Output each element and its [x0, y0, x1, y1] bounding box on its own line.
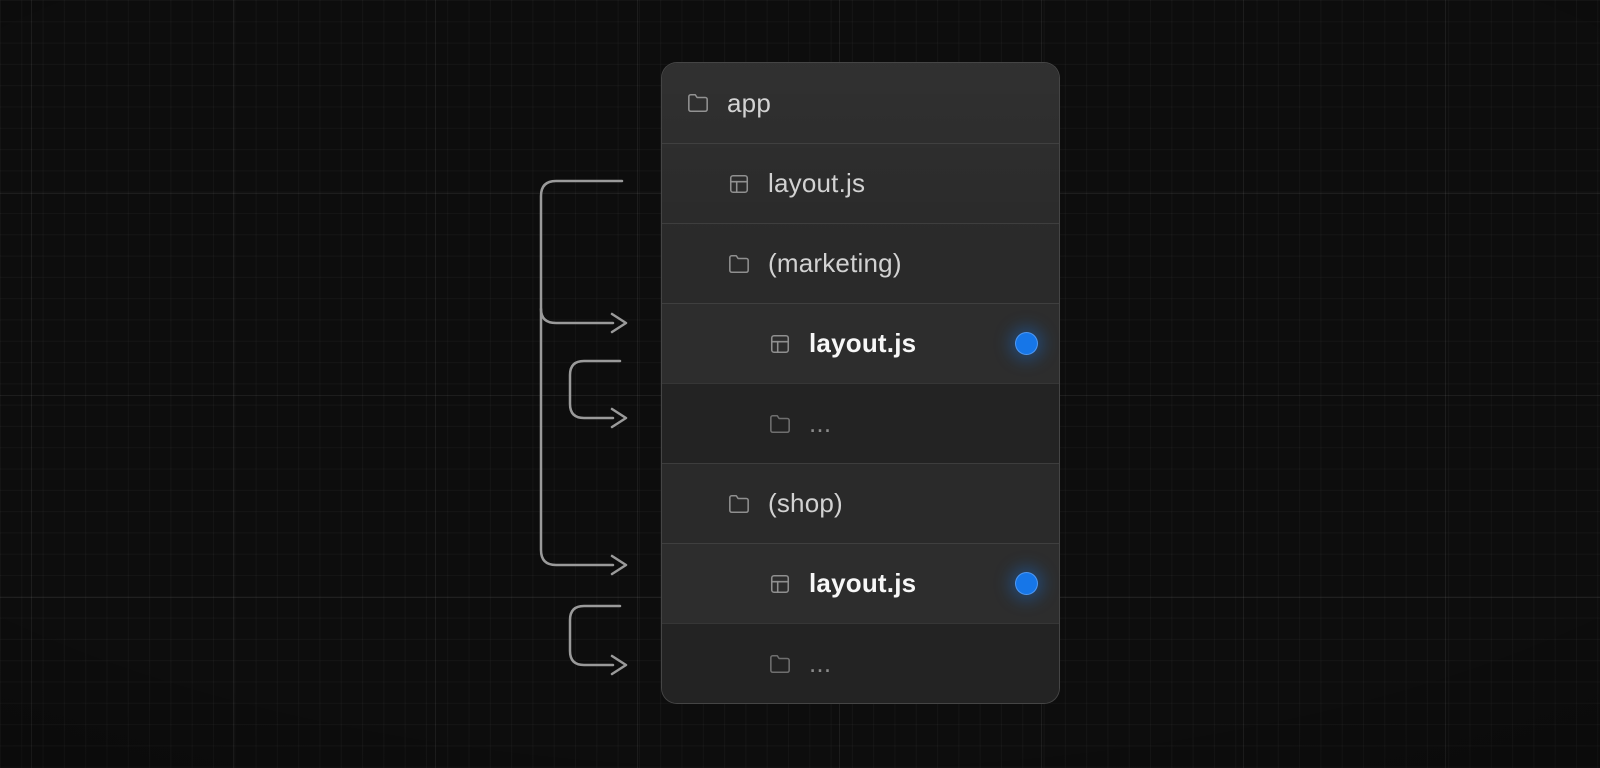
folder-icon — [688, 93, 708, 113]
file-tree: app layout.js (marketing) — [662, 63, 1059, 703]
active-layout-dot — [1015, 572, 1038, 595]
arrowhead-icon — [610, 312, 628, 334]
arrowhead-icon — [610, 407, 628, 429]
file-tree-panel: app layout.js (marketing) — [661, 62, 1060, 704]
tree-row-label: layout.js — [809, 328, 917, 358]
layout-file-icon — [729, 174, 749, 193]
arrowhead-icon — [610, 554, 628, 576]
tree-row-label: layout.js — [768, 168, 866, 198]
tree-row-: ... — [662, 383, 1059, 463]
tree-row-icon — [728, 493, 750, 515]
arrow-line — [568, 604, 622, 667]
folder-icon — [770, 414, 790, 433]
folder-icon — [729, 254, 749, 273]
tree-row-layout-js: layout.js — [662, 543, 1059, 623]
layout-file-icon — [770, 334, 790, 353]
folder-icon — [729, 494, 749, 513]
tree-row-marketing: (marketing) — [662, 223, 1059, 303]
tree-row-label: app — [727, 87, 771, 118]
arrow-marketing-layout-to-children — [568, 359, 628, 429]
folder-icon — [770, 654, 790, 673]
tree-row-layout-js: layout.js — [662, 303, 1059, 383]
tree-row-: ... — [662, 623, 1059, 703]
layout-file-icon — [770, 574, 790, 593]
tree-row-label: (shop) — [768, 488, 843, 518]
tree-row-icon — [769, 653, 791, 675]
tree-row-icon — [728, 253, 750, 275]
arrow-root-layout-to-group-layouts — [539, 179, 628, 576]
arrow-shop-layout-to-children — [568, 604, 628, 676]
tree-row-layout-js: layout.js — [662, 143, 1059, 223]
tree-row-shop: (shop) — [662, 463, 1059, 543]
tree-row-icon — [769, 573, 791, 595]
tree-row-label: ... — [809, 408, 832, 438]
arrowhead-icon — [610, 654, 628, 676]
tree-row-icon — [769, 333, 791, 355]
tree-row-label: layout.js — [809, 568, 917, 598]
tree-row-icon — [687, 92, 709, 114]
tree-row-icon — [728, 173, 750, 195]
tree-row-icon — [769, 413, 791, 435]
arrow-line — [568, 359, 622, 420]
tree-row-label: (marketing) — [768, 248, 902, 278]
active-layout-dot — [1015, 332, 1038, 355]
arrow-line — [539, 179, 624, 567]
arrow-branch-line — [539, 307, 615, 325]
tree-row-app: app — [662, 63, 1059, 143]
tree-row-label: ... — [809, 648, 832, 678]
